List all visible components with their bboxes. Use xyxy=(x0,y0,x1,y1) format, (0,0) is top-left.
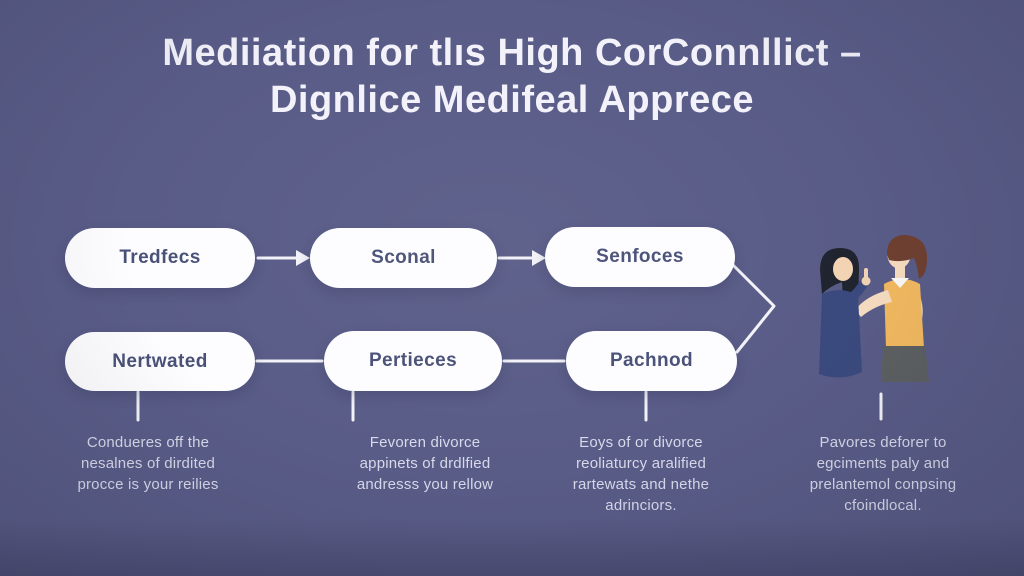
flow-node-bottom-1: Nertwated xyxy=(65,332,255,391)
note-line: Eoys of or divorce xyxy=(579,434,703,451)
flow-node-label: Tredfecs xyxy=(119,247,201,268)
note-line: prelantemol conpsing xyxy=(809,476,957,493)
flow-node-top-1: Tredfecs xyxy=(65,228,255,288)
chevron-merge-line xyxy=(731,263,776,354)
column-note-4: Pavores deforer to egciments paly and pr… xyxy=(775,432,991,516)
two-women-talking-illustration xyxy=(819,235,929,382)
flow-node-label: Pachnod xyxy=(609,350,694,371)
left-person xyxy=(819,248,871,378)
note-line: appinets of drdlfied xyxy=(359,455,491,472)
arrowhead-icon xyxy=(532,250,546,266)
page-title: Mediiation for tlıs High CorConnllict – … xyxy=(17,30,1007,124)
flow-node-top-3: Senfoces xyxy=(545,227,735,287)
note-line: reoliaturcy aralified xyxy=(575,455,707,472)
note-line: egciments paly and xyxy=(816,455,950,472)
note-line: procce is your reilies xyxy=(77,476,219,493)
flow-node-bottom-3: Pachnod xyxy=(566,331,737,391)
title-line-1: Mediiation for tlıs High CorConnllict – xyxy=(162,32,862,74)
note-line: Pavores deforer to xyxy=(819,434,947,451)
arrowhead-icon xyxy=(296,250,310,266)
column-note-2: Fevoren divorce appinets of drdlfied and… xyxy=(315,432,535,495)
flow-node-label: Senfoces xyxy=(596,246,684,267)
note-line: Condueres off the xyxy=(86,434,210,451)
flow-node-label: Nertwated xyxy=(112,350,208,372)
column-note-3: Eoys of or divorce reoliaturcy aralified… xyxy=(541,432,741,516)
flow-node-top-2: Sconal xyxy=(310,228,497,288)
note-line: adrinciors. xyxy=(605,497,677,514)
note-line: andresss you rellow xyxy=(356,476,494,493)
note-line: nesalnes of dirdited xyxy=(80,455,216,472)
note-line: cfoindlocal. xyxy=(844,497,922,514)
title-line-2: Dignlice Medifeal Apprece xyxy=(269,79,755,121)
column-note-1: Condueres off the nesalnes of dirdited p… xyxy=(43,432,253,495)
right-person xyxy=(855,235,929,382)
flow-node-label: Sconal xyxy=(371,247,436,268)
flow-node-label: Pertieces xyxy=(368,350,458,371)
flow-node-bottom-2: Pertieces xyxy=(324,331,502,391)
note-line: rartewats and nethe xyxy=(572,476,710,493)
note-line: Fevoren divorce xyxy=(369,434,481,451)
